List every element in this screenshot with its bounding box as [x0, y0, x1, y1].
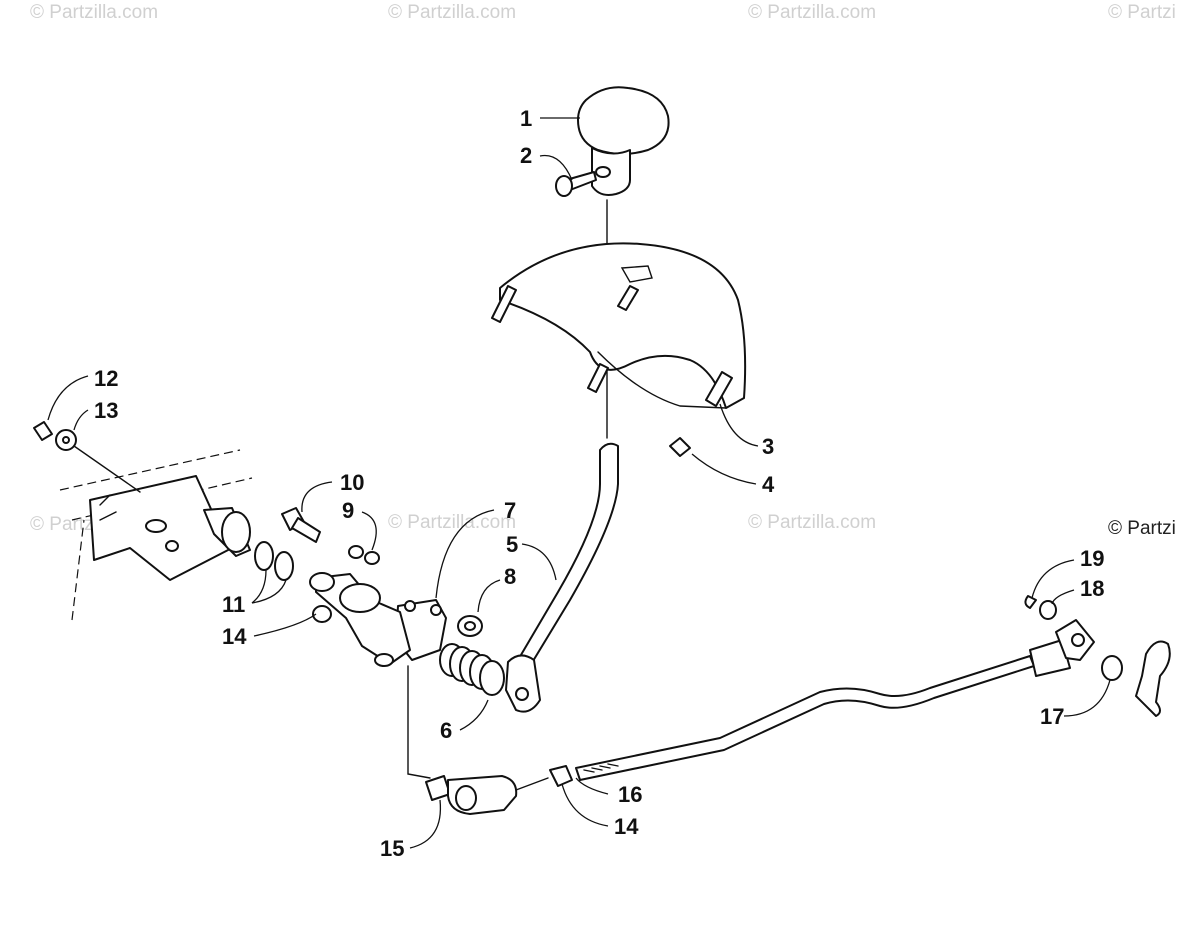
- watermark: © Partzi: [1108, 2, 1176, 23]
- part-19-clip[interactable]: [1024, 595, 1037, 609]
- part-1-shift-knob[interactable]: [577, 86, 670, 196]
- part-4-pin[interactable]: [669, 437, 691, 457]
- part-12-bolt[interactable]: [33, 421, 53, 441]
- callout-9: 9: [342, 498, 354, 523]
- callout-6: 6: [440, 718, 452, 743]
- callout-15: 15: [380, 836, 404, 861]
- callout-11: 11: [222, 592, 245, 617]
- watermark: © Partzilla.com: [748, 512, 876, 533]
- callout-14: 14: [222, 624, 247, 649]
- part-10-bolt[interactable]: [281, 507, 321, 543]
- callout-14-lower: 14: [614, 814, 639, 839]
- part-13-washer[interactable]: [55, 429, 77, 451]
- linkage-alignment-line: [407, 665, 431, 779]
- watermark: © Partzilla.com: [388, 2, 516, 23]
- part-14-nut-upper[interactable]: [312, 605, 332, 623]
- callout-1: 1: [520, 106, 532, 131]
- part-13-alignment-line: [73, 445, 141, 493]
- part-15-alignment-line: [515, 777, 549, 791]
- callout-2: 2: [520, 143, 532, 168]
- watermark: © Partzilla.com: [388, 512, 516, 533]
- part-9-washers[interactable]: [348, 545, 380, 565]
- watermark-dark: © Partzi: [1108, 518, 1176, 539]
- part-15-rod-end[interactable]: [425, 775, 518, 815]
- callout-4: 4: [762, 472, 775, 497]
- part-5-shift-lever[interactable]: [505, 442, 619, 713]
- callout-8: 8: [504, 564, 516, 589]
- callout-7: 7: [504, 498, 516, 523]
- part-16-shift-rod[interactable]: [575, 639, 1071, 781]
- frame-bracket[interactable]: [59, 449, 253, 621]
- part-2-screw[interactable]: [555, 171, 597, 197]
- part-8-nut[interactable]: [457, 615, 483, 637]
- shift-gate-plate[interactable]: [491, 242, 747, 409]
- watermark: © Partzilla.com: [748, 2, 876, 23]
- part-14-nut-lower[interactable]: [549, 765, 573, 787]
- callout-17: 17: [1040, 704, 1064, 729]
- callout-10: 10: [340, 470, 364, 495]
- callout-12: 12: [94, 366, 118, 391]
- callout-5: 5: [506, 532, 518, 557]
- callout-16: 16: [618, 782, 642, 807]
- pivot-housing[interactable]: [309, 572, 416, 667]
- part-11-o-rings[interactable]: [254, 541, 294, 581]
- callout-13: 13: [94, 398, 118, 423]
- part-17-clevis[interactable]: [1055, 619, 1171, 717]
- part-6-spring[interactable]: [439, 643, 505, 696]
- part-18-washer[interactable]: [1039, 600, 1057, 620]
- callout-3: 3: [762, 434, 774, 459]
- callout-19: 19: [1080, 546, 1104, 571]
- watermark: © Partzilla.com: [30, 2, 158, 23]
- callout-leaders: [47, 117, 1111, 849]
- callout-18: 18: [1080, 576, 1104, 601]
